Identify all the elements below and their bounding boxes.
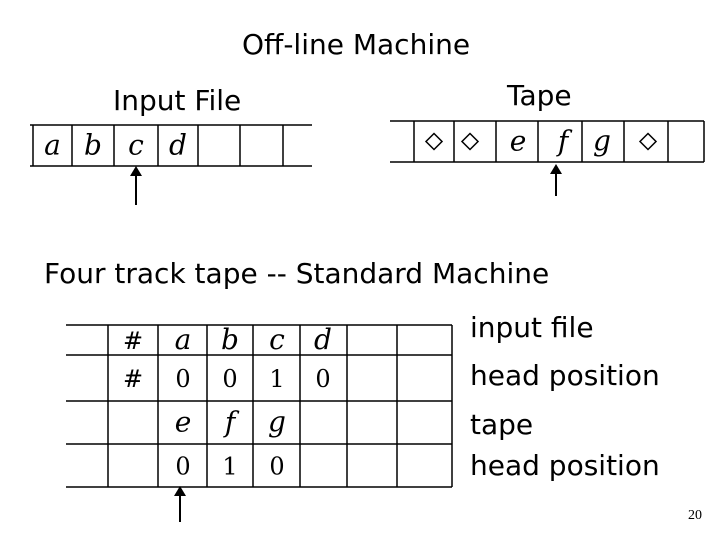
tape-symbol: 1 [222, 453, 237, 481]
page-number: 20 [688, 508, 702, 523]
tape-symbol: b [84, 129, 102, 162]
tape-symbol: a [44, 129, 61, 162]
input-file-label: Input File [113, 84, 242, 117]
tape-symbol: 0 [315, 365, 330, 393]
track-label-input-file: input file [470, 311, 594, 344]
tape-symbol: # [123, 365, 143, 393]
tape-symbol: # [123, 327, 143, 355]
four-track-head-arrow [174, 486, 186, 522]
tape-symbol: 1 [269, 365, 284, 393]
tape-symbol: c [269, 323, 285, 356]
tape-symbol: g [593, 125, 611, 158]
tape-symbol: 0 [175, 453, 190, 481]
tape-symbol: b [221, 323, 239, 356]
tape-head-arrow [550, 164, 562, 196]
track-label-head-position-2: head position [470, 449, 660, 482]
blank-symbol [460, 132, 480, 151]
blank-symbol [424, 132, 444, 151]
tape-symbol: c [128, 129, 144, 162]
tape-symbol: e [175, 406, 192, 439]
track-label-head-position-1: head position [470, 359, 660, 392]
tape-symbol: f [556, 125, 573, 158]
slide-title: Off-line Machine [242, 28, 471, 61]
input-head-arrow [130, 166, 142, 205]
track-label-tape: tape [470, 408, 534, 441]
tape-symbol: 0 [222, 365, 237, 393]
tape-symbol: g [268, 406, 286, 439]
tape-symbol: f [223, 406, 240, 439]
tape-symbol: e [510, 125, 527, 158]
blank-symbol [638, 132, 658, 151]
tape-symbol: d [314, 323, 332, 356]
tape-symbol: 0 [175, 365, 190, 393]
tape-label: Tape [507, 79, 572, 112]
tape-symbol: d [169, 129, 187, 162]
four-track-title: Four track tape -- Standard Machine [44, 257, 550, 290]
tape-symbol: 0 [269, 453, 284, 481]
tape-symbol: a [175, 323, 192, 356]
